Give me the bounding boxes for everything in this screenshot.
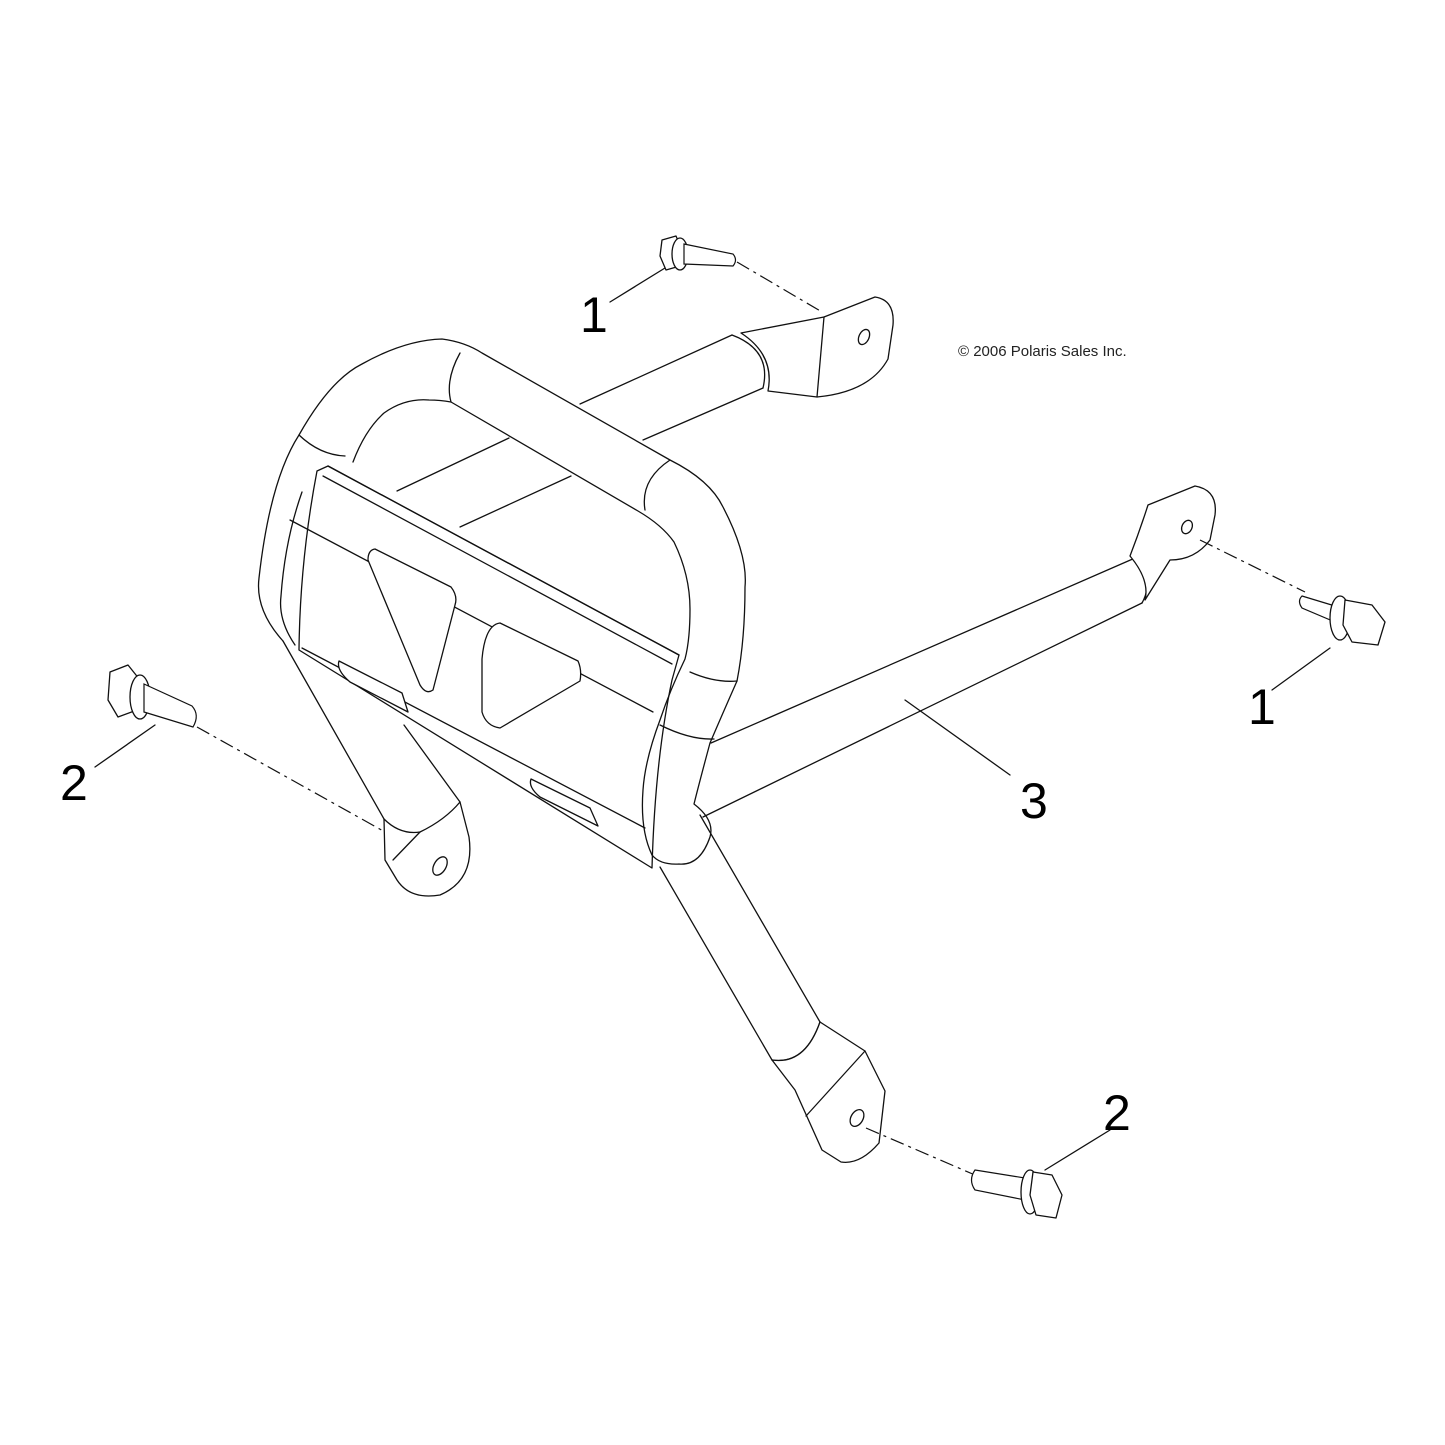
- right-tab-hole: [1180, 519, 1194, 535]
- bottom-mount-tab: [771, 1021, 886, 1164]
- callout-3: 3: [1020, 773, 1048, 829]
- bolt-left: [107, 664, 197, 728]
- slot-left: [337, 660, 409, 713]
- callout-2-left: 2: [60, 755, 88, 811]
- right-long-bar: [702, 485, 1216, 818]
- skid-plate: [289, 465, 680, 869]
- callout-1-right: 1: [1248, 679, 1276, 735]
- bolt-bottom: [970, 1169, 1063, 1219]
- leader-lines: [94, 261, 1331, 1176]
- left-leg: [282, 640, 471, 897]
- callout-2-bottom: 2: [1103, 1085, 1131, 1141]
- lower-right-leg: [659, 814, 886, 1164]
- callout-1-top: 1: [580, 287, 608, 343]
- cutout-triangle-right: [481, 622, 582, 729]
- upper-rear-bar: [396, 296, 894, 528]
- copyright-notice: © 2006 Polaris Sales Inc.: [958, 343, 1127, 360]
- left-mount-tab: [383, 801, 471, 897]
- right-mount-tab: [1129, 485, 1216, 601]
- top-tab-hole: [857, 328, 871, 346]
- left-tab-hole: [432, 856, 448, 876]
- cutout-triangle-left: [367, 548, 457, 693]
- top-mount-tab: [740, 296, 894, 398]
- guard-loop: [257, 338, 746, 865]
- bolt-right: [1298, 595, 1386, 646]
- bolt-top: [659, 235, 737, 271]
- slot-right: [529, 778, 599, 827]
- bottom-tab-hole: [849, 1108, 865, 1128]
